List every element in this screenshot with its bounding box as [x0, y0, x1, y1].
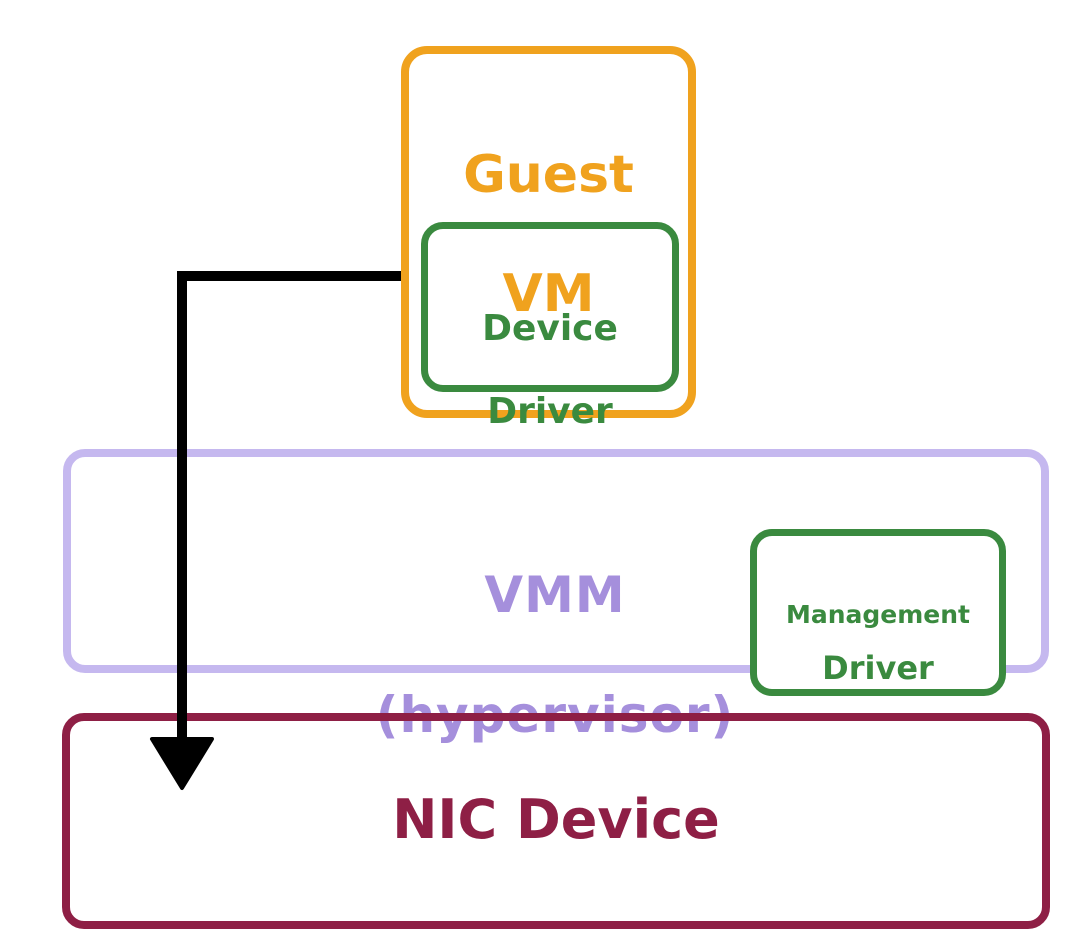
nic-device-box: [62, 713, 1050, 929]
management-driver-label-line1: Management: [785, 600, 971, 630]
guest-vm-box: [401, 46, 696, 418]
nic-device-label: NIC Device: [392, 788, 720, 851]
device-driver-label-line1: Device: [482, 308, 618, 350]
management-driver-label-line2: Driver: [822, 649, 934, 688]
vmm-label-line1: VMM: [484, 566, 626, 624]
management-driver-label: Management Driver: [757, 581, 999, 707]
management-driver-box: [750, 529, 1006, 696]
guest-vm-label-line1: Guest: [463, 144, 634, 205]
device-driver-label: Device Driver: [428, 267, 672, 474]
guest-vm-label: Guest VM: [409, 86, 688, 385]
device-driver-box: [421, 222, 679, 392]
guest-vm-label-line2: VM: [502, 264, 595, 325]
device-driver-label-line2: Driver: [487, 391, 613, 433]
vmm-box: [63, 449, 1049, 673]
